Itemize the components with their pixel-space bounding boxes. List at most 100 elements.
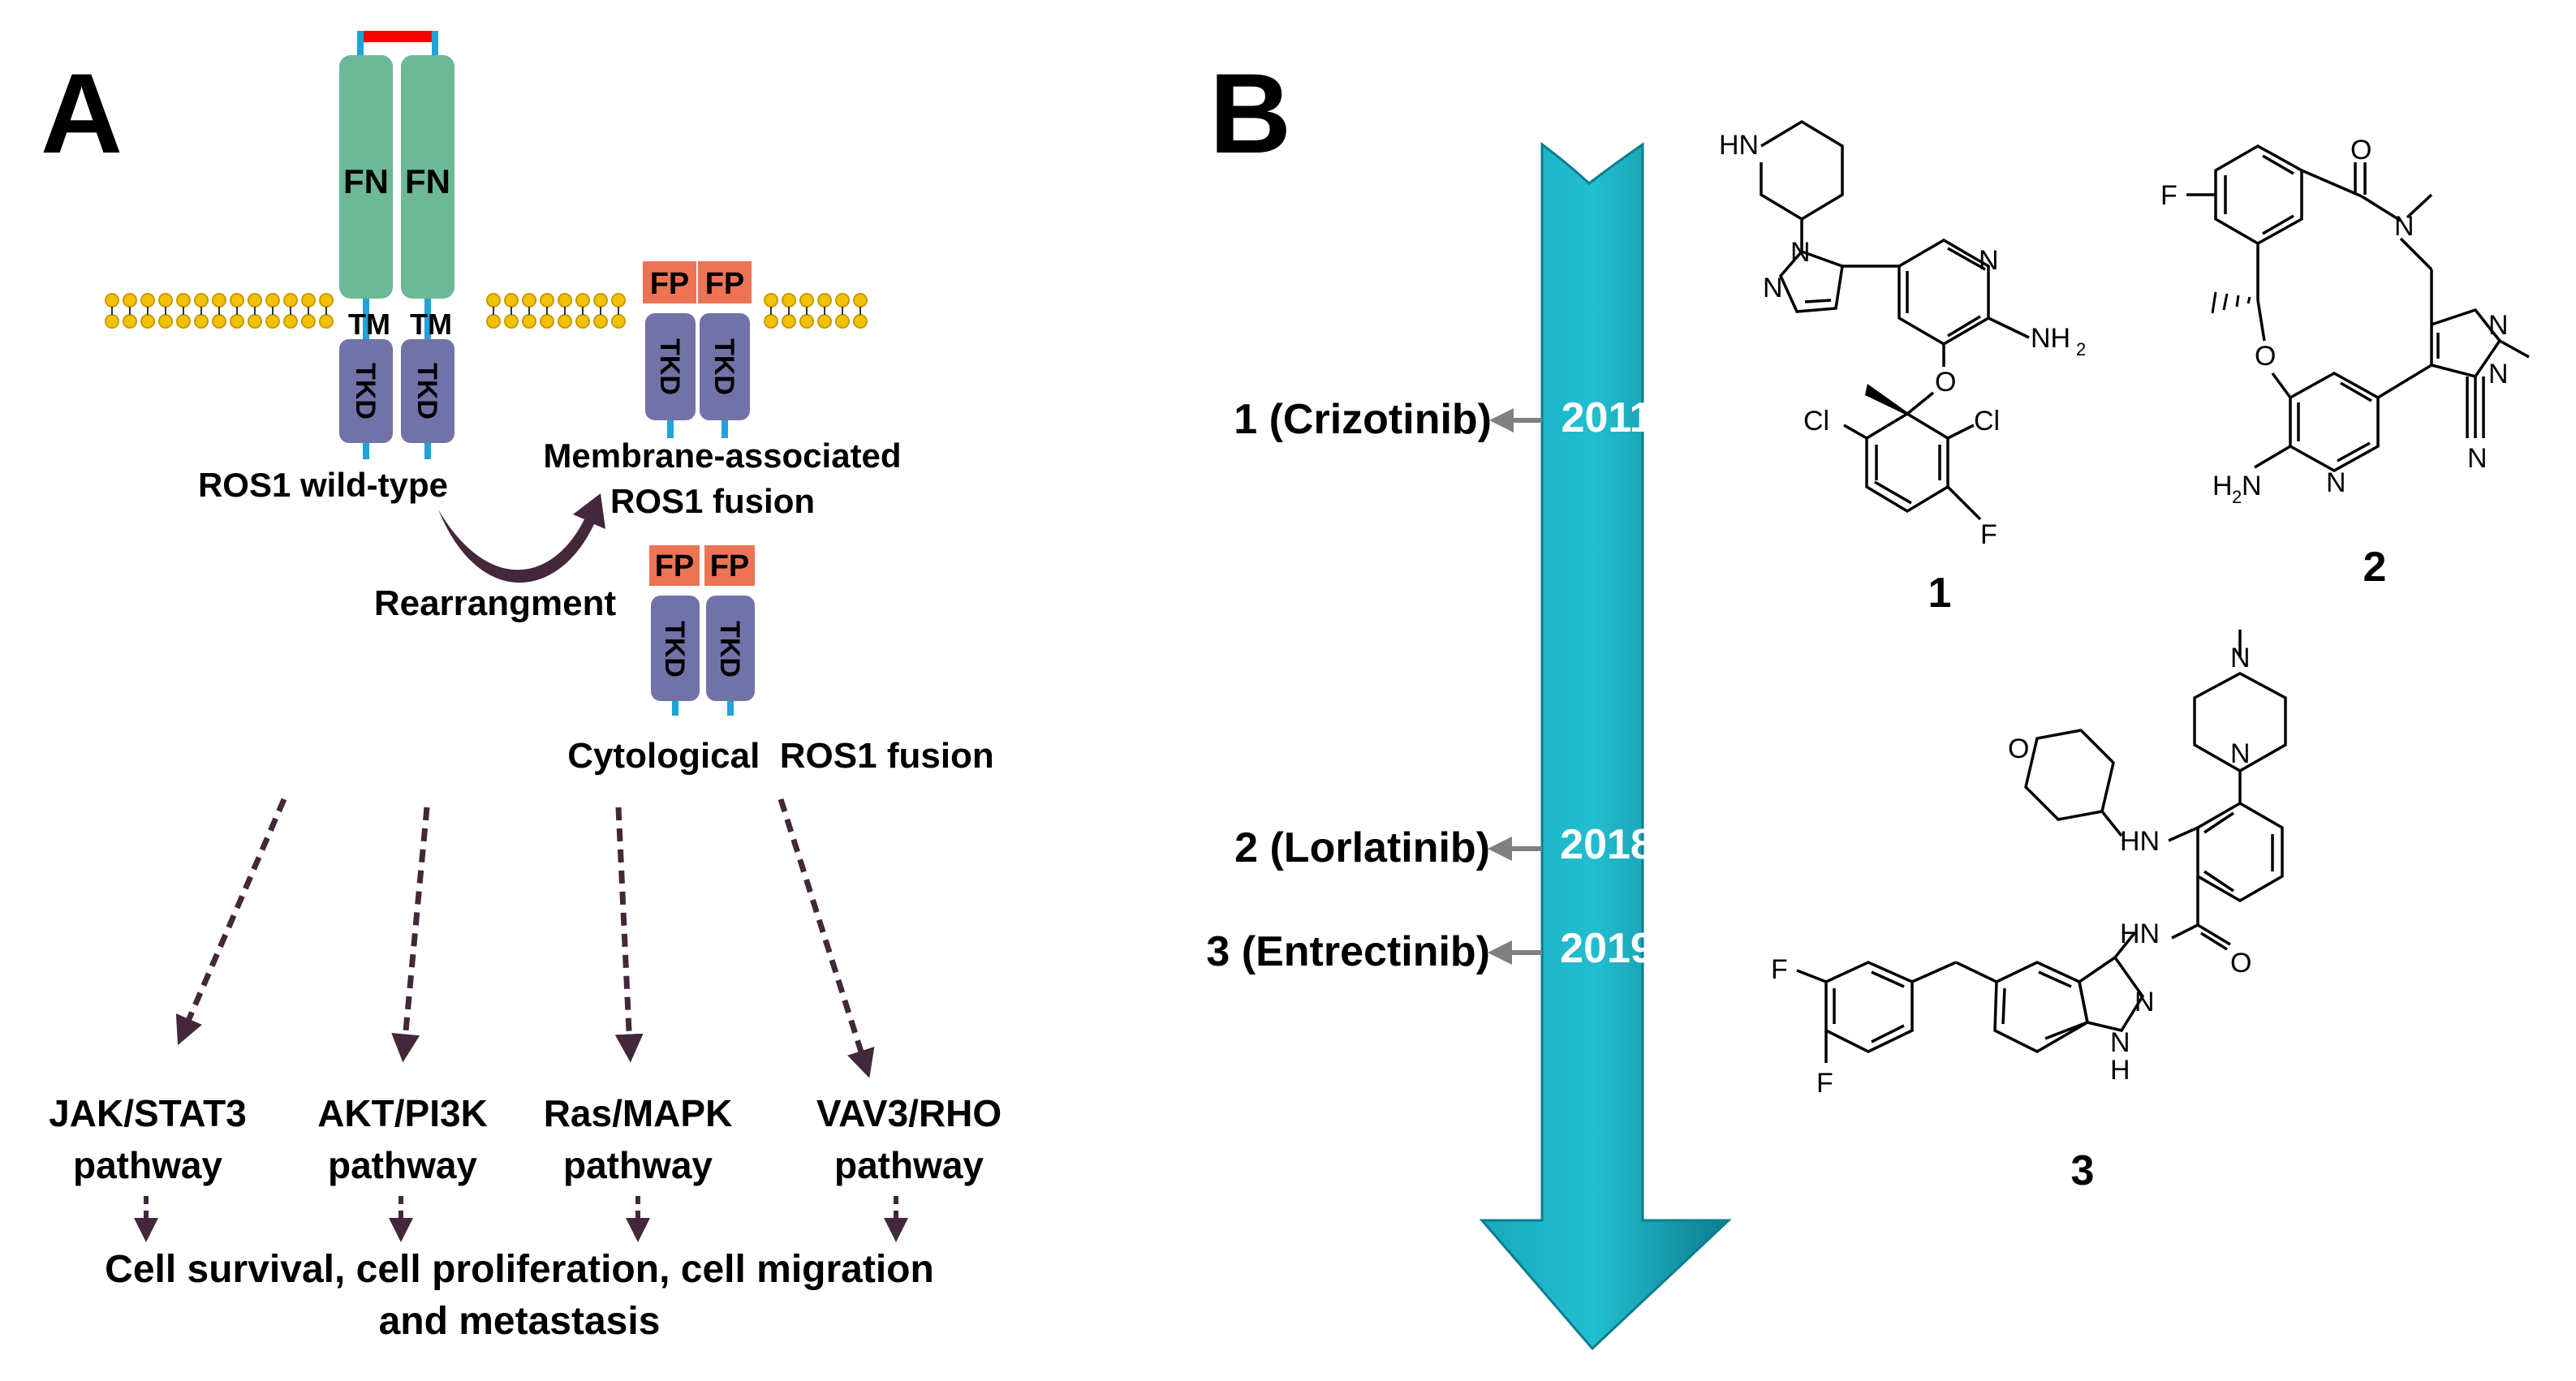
cytological-fusion-label: Cytological ROS1 fusion — [567, 736, 994, 776]
lipid-head — [123, 293, 137, 308]
tkd-domain-left — [651, 596, 700, 701]
linker-stalk-left — [357, 31, 364, 58]
atom-label: N — [2242, 471, 2262, 501]
lipid-head — [764, 314, 778, 329]
compound-1-structure — [1760, 119, 2030, 521]
lipid-head — [782, 293, 796, 308]
lipid-head — [319, 293, 334, 308]
compound-2-atoms: F O N O N N H 2 N N N 2 — [2160, 135, 2509, 591]
lipid-head — [140, 314, 155, 329]
atom-label: H — [2110, 1055, 2130, 1086]
pathway-label-line2: pathway — [328, 1144, 477, 1186]
year-2018: 2018 — [1560, 821, 1654, 868]
atom-label: N — [2110, 1027, 2130, 1058]
lipid-head — [283, 293, 298, 308]
lipid-head — [486, 314, 501, 329]
membrane-segment-middle — [486, 293, 626, 329]
lipid-head — [212, 293, 226, 308]
atom-label: N — [2230, 738, 2251, 769]
lipid-head — [611, 293, 626, 308]
pathway-label-line1: Ras/MAPK — [544, 1092, 733, 1134]
tail-right — [722, 420, 728, 438]
lipid-head — [230, 293, 244, 308]
arrow-to-akt-pi3k — [391, 807, 430, 1063]
tkd-label-right: TKD — [411, 363, 442, 419]
atom-label: 2 — [2076, 339, 2086, 359]
atom-label: O — [1935, 367, 1956, 398]
lipid-head — [540, 293, 554, 308]
lipid-head — [522, 314, 536, 329]
lipid-head — [593, 293, 608, 308]
arrow-to-jak-stat3 — [175, 798, 287, 1046]
pathway-label-line2: pathway — [834, 1144, 984, 1186]
lipid-head — [105, 293, 119, 308]
lipid-head — [265, 314, 280, 329]
lipid-head — [158, 314, 173, 329]
ros1-wild-type-dimer: FN FN TM TM TKD TKD ROS1 wild-type — [198, 31, 454, 504]
atom-label: 2 — [2232, 487, 2242, 507]
fp-label-right: FP — [710, 549, 750, 583]
tm-stalk-right — [424, 299, 431, 339]
atom-label: F — [2160, 180, 2178, 211]
linker-stalk-right — [432, 31, 438, 58]
atom-label: N — [2394, 211, 2414, 242]
atom-label: N — [2134, 987, 2155, 1017]
outcome-label-line1: Cell survival, cell proliferation, cell … — [105, 1248, 934, 1291]
lipid-head — [176, 293, 191, 308]
lipid-head — [194, 314, 209, 329]
atom-label: N — [2326, 467, 2346, 498]
atom-label: N — [2467, 443, 2488, 474]
lipid-head — [158, 293, 173, 308]
lipid-head — [853, 293, 868, 308]
lipid-head — [230, 314, 244, 329]
atom-label: HN — [2120, 919, 2160, 949]
atom-label: N — [1763, 273, 1783, 303]
lipid-head — [575, 314, 590, 329]
tail-left — [363, 443, 369, 459]
fp-label-left: FP — [655, 549, 695, 583]
tm-label-left: TM — [348, 308, 390, 341]
membrane-associated-fusion: FP FP TKD TKD Membrane-associated ROS1 f… — [543, 261, 902, 520]
pathway-label-line2: pathway — [563, 1144, 713, 1186]
lipid-head — [248, 293, 262, 308]
lipid-head — [764, 293, 778, 308]
lipid-head — [265, 293, 280, 308]
compound-number: 2 — [2363, 544, 2387, 591]
atom-label: N — [1979, 245, 1999, 276]
membrane-segment-right — [764, 293, 868, 329]
tm-stalk-left — [363, 299, 369, 339]
outcome-label-line2: and metastasis — [379, 1300, 661, 1343]
tkd-label-right: TKD — [714, 621, 745, 678]
atom-label: O — [2350, 135, 2371, 166]
atom-label: N — [2230, 643, 2251, 673]
lipid-head — [283, 314, 298, 329]
tail-left — [672, 701, 678, 716]
atom-label: N — [1790, 237, 1811, 268]
tm-label-right: TM — [410, 308, 452, 341]
tkd-domain-right — [700, 313, 750, 420]
membrane-fusion-label-line1: Membrane-associated — [543, 437, 901, 475]
compound-number: 3 — [2071, 1147, 2095, 1194]
fp-box-left — [643, 261, 696, 303]
lipid-head — [558, 293, 572, 308]
arrow-to-vav3-rho — [778, 798, 875, 1078]
lipid-head — [319, 314, 334, 329]
panel-a-letter: A — [41, 49, 123, 177]
atom-label: O — [2255, 341, 2276, 372]
panel-b-letter: B — [1209, 49, 1291, 177]
lipid-head — [611, 314, 626, 329]
lipid-head — [817, 293, 832, 308]
signaling-arrows — [175, 798, 875, 1078]
rearrangement-label: Rearrangment — [374, 583, 617, 623]
compound-number: 1 — [1928, 570, 1952, 617]
lipid-head — [301, 293, 316, 308]
atom-label: Cl — [1803, 406, 1829, 437]
atom-label: O — [2230, 948, 2251, 979]
atom-label: O — [2008, 734, 2029, 764]
fn-domain-left — [339, 55, 393, 299]
fp-box-right — [698, 261, 752, 303]
tkd-domain-left — [645, 313, 696, 420]
pathway-label-line1: AKT/PI3K — [317, 1092, 488, 1134]
fn-domain-right — [401, 55, 454, 299]
lipid-head — [123, 314, 137, 329]
